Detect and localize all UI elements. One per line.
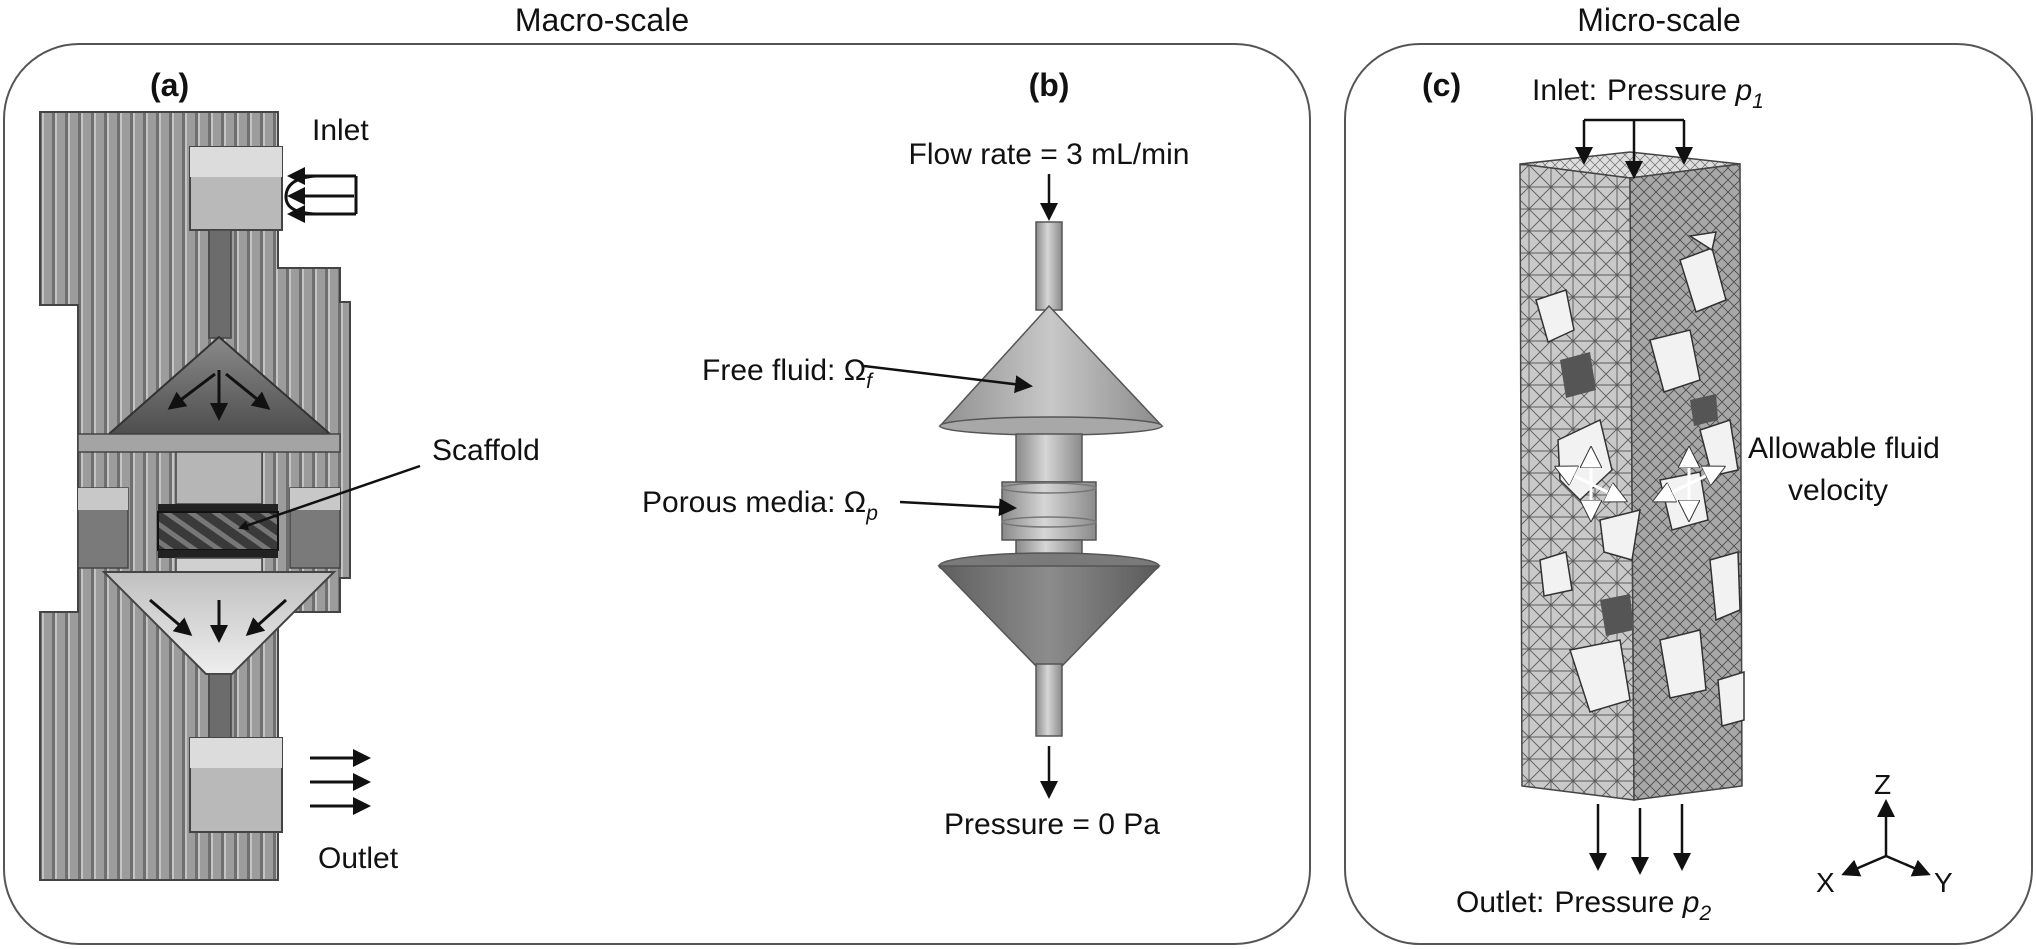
flow-rate-label: Flow rate = 3 mL/min	[909, 138, 1190, 171]
allowable-velocity-label-line2: velocity	[1788, 474, 1888, 507]
micro-outlet-label: Outlet:Pressure p2	[1456, 886, 1711, 925]
micro-inlet-arrows	[1575, 118, 1693, 179]
porous-media-label: Porous media: Ωp	[642, 486, 878, 525]
computational-domain-model	[937, 221, 1164, 737]
micro-inlet-label: Inlet:Pressure p1	[1532, 74, 1764, 113]
porous-media-disk	[1001, 481, 1097, 541]
micro-outlet-arrows	[1589, 804, 1691, 875]
bioreactor-cross-section	[39, 111, 351, 881]
axis-y-label: Y	[1934, 867, 1953, 898]
axis-z-label: Z	[1874, 769, 1891, 800]
porous-media-leader	[899, 498, 1017, 517]
scaffold-leader-line	[238, 464, 421, 531]
inlet-label: Inlet	[312, 114, 369, 147]
micro-scale-heading: Micro-scale	[1577, 2, 1741, 38]
panel-b-tag: (b)	[1029, 67, 1070, 103]
free-fluid-leader	[863, 364, 1033, 394]
free-fluid-label: Free fluid: Ωf	[702, 354, 874, 393]
free-fluid-cone	[938, 304, 1164, 427]
micro-scale-mesh	[1519, 151, 1745, 801]
inlet-arrows	[284, 167, 358, 223]
allowable-velocity-label-line1: Allowable fluid	[1748, 432, 1940, 465]
macro-scale-frame	[3, 43, 1311, 945]
outlet-label: Outlet	[318, 842, 399, 875]
pressure-outlet-label: Pressure = 0 Pa	[944, 808, 1160, 841]
macro-scale-heading: Macro-scale	[515, 2, 689, 38]
coordinate-axes	[1841, 799, 1931, 877]
scaffold-block	[157, 511, 279, 551]
panel-c-tag: (c)	[1422, 67, 1461, 103]
axis-x-label: X	[1816, 867, 1835, 898]
allowable-velocity-arrows	[1558, 450, 1722, 518]
flow-arrows-upper	[167, 370, 271, 421]
scaffold-label: Scaffold	[432, 434, 540, 467]
panel-a-tag: (a)	[150, 67, 189, 103]
micro-scale-frame	[1344, 43, 2033, 945]
flow-arrows-lower	[149, 598, 288, 643]
outlet-arrows	[310, 749, 371, 815]
